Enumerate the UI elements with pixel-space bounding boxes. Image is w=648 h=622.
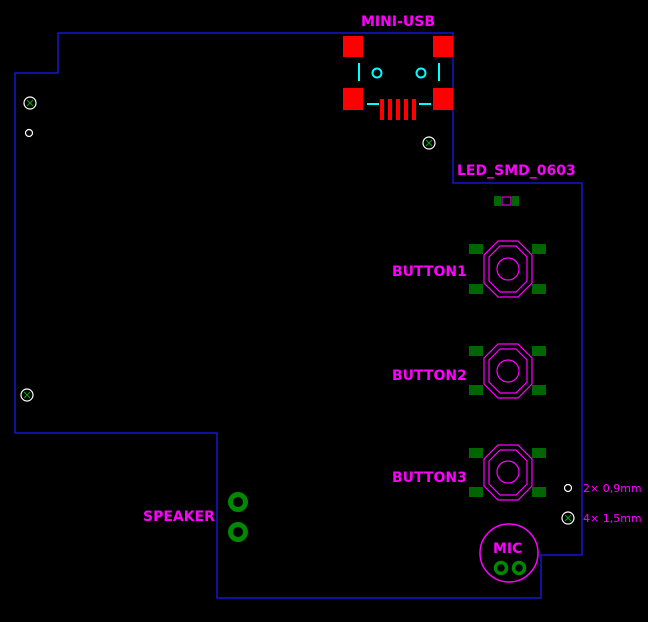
button1-label: BUTTON1 bbox=[392, 264, 467, 280]
mini-usb-footprint bbox=[343, 36, 453, 120]
mini-usb-label: MINI-USB bbox=[361, 14, 435, 30]
mounting-hole bbox=[23, 96, 37, 110]
legend-hole-large-icon bbox=[561, 511, 575, 525]
legend-hole-large-label: 4× 1,5mm bbox=[583, 512, 642, 525]
mounting-hole bbox=[422, 136, 436, 150]
mic-footprint bbox=[479, 523, 539, 583]
led-footprint bbox=[494, 196, 519, 206]
led-label: LED_SMD_0603 bbox=[457, 163, 576, 179]
speaker-footprint bbox=[228, 492, 248, 542]
button2-label: BUTTON2 bbox=[392, 368, 467, 384]
button1-footprint bbox=[469, 240, 546, 298]
button3-footprint bbox=[469, 444, 546, 501]
speaker-label: SPEAKER bbox=[143, 509, 215, 525]
via-hole bbox=[24, 128, 34, 138]
button2-footprint bbox=[469, 343, 546, 399]
button3-label: BUTTON3 bbox=[392, 470, 467, 486]
mounting-hole bbox=[20, 388, 34, 402]
legend-hole-small-label: 2× 0,9mm bbox=[583, 482, 642, 495]
board-outline bbox=[14, 32, 583, 599]
legend-hole-small-icon bbox=[563, 483, 573, 493]
mic-label: MIC bbox=[493, 541, 522, 557]
